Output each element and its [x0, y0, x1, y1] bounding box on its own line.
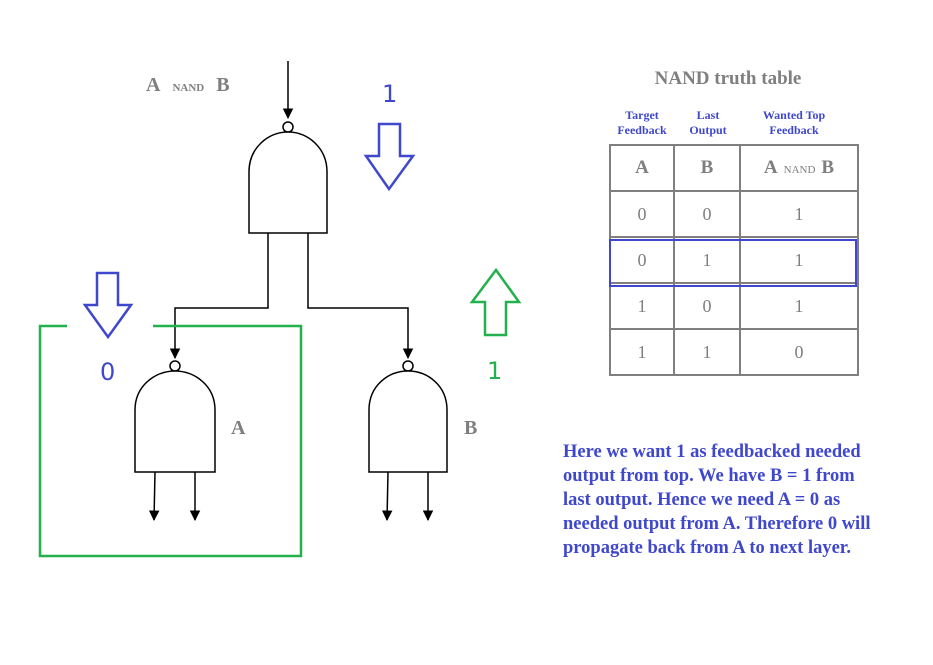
cell-b: 0: [673, 190, 741, 238]
top-feedback-value: 1: [382, 80, 397, 108]
cell-a: 1: [609, 328, 675, 376]
top-nand-gate: [248, 121, 328, 234]
header-output-b: B: [821, 157, 835, 178]
table-row: 1 0 1: [609, 282, 859, 330]
cell-a: 0: [609, 190, 675, 238]
nand-truth-table: A B A NAND B 0 0 1 0 1 1 1 0 1 1 1 0: [609, 144, 859, 376]
nand-gate-a: [134, 360, 216, 473]
cell-a: 1: [609, 282, 675, 330]
header-output-a: A: [763, 157, 778, 178]
truth-table-title: NAND truth table: [654, 68, 802, 89]
gate-b-label: B: [464, 417, 477, 439]
column-caption-last: Last Output: [676, 108, 740, 138]
table-row: 1 1 0: [609, 328, 859, 376]
caption-line: Feedback: [769, 123, 819, 137]
gate-a-feedback-value: 0: [100, 358, 115, 386]
cell-out: 1: [739, 282, 859, 330]
caption-line: Wanted Top: [762, 108, 826, 122]
caption-line: Output: [689, 123, 727, 137]
wire-to-gate-a: [169, 233, 269, 360]
cell-out: 0: [739, 328, 859, 376]
cell-a: 0: [609, 236, 675, 284]
caption-line: Last: [696, 108, 720, 122]
header-output-op: NAND: [783, 164, 816, 176]
highlighted-row-outline: [609, 239, 857, 287]
cell-b: 0: [673, 282, 741, 330]
header-b: B: [673, 144, 741, 192]
nand-gate-b: [368, 360, 448, 473]
left-down-arrow-icon: [82, 271, 134, 340]
gate-b-feedback-value: 1: [487, 357, 502, 385]
right-up-arrow-icon: [469, 267, 522, 337]
column-caption-wanted: Wanted Top Feedback: [742, 108, 846, 138]
cell-out: 1: [739, 236, 859, 284]
header-output: A NAND B: [739, 144, 859, 192]
table-header-row: A B A NAND B: [609, 144, 859, 192]
explanation-line: output from top. We have B = 1 from: [563, 466, 855, 486]
gate-a-highlight-box: [38, 324, 303, 558]
cell-b: 1: [673, 328, 741, 376]
cell-b: 1: [673, 236, 741, 284]
gate-b-output-left: [381, 471, 393, 522]
caption-line: Target: [625, 108, 659, 122]
gate-a-label: A: [231, 417, 246, 439]
top-down-arrow-icon: [363, 122, 416, 192]
explanation-line: needed output from A. Therefore 0 will: [563, 514, 871, 534]
explanation-line: Here we want 1 as feedbacked needed: [563, 442, 861, 462]
explanation-text: Here we want 1 as feedbacked needed outp…: [563, 440, 923, 560]
top-expression: A NAND B: [146, 74, 230, 96]
caption-line: Feedback: [617, 123, 667, 137]
header-a: A: [609, 144, 675, 192]
table-row: 0 1 1: [609, 236, 859, 284]
wire-to-gate-b: [307, 233, 414, 360]
cell-out: 1: [739, 190, 859, 238]
explanation-line: last output. Hence we need A = 0 as: [563, 490, 841, 510]
table-row: 0 0 1: [609, 190, 859, 238]
explanation-line: propagate back from A to next layer.: [563, 538, 851, 558]
gate-a-output-left: [148, 471, 160, 522]
column-caption-target: Target Feedback: [609, 108, 675, 138]
